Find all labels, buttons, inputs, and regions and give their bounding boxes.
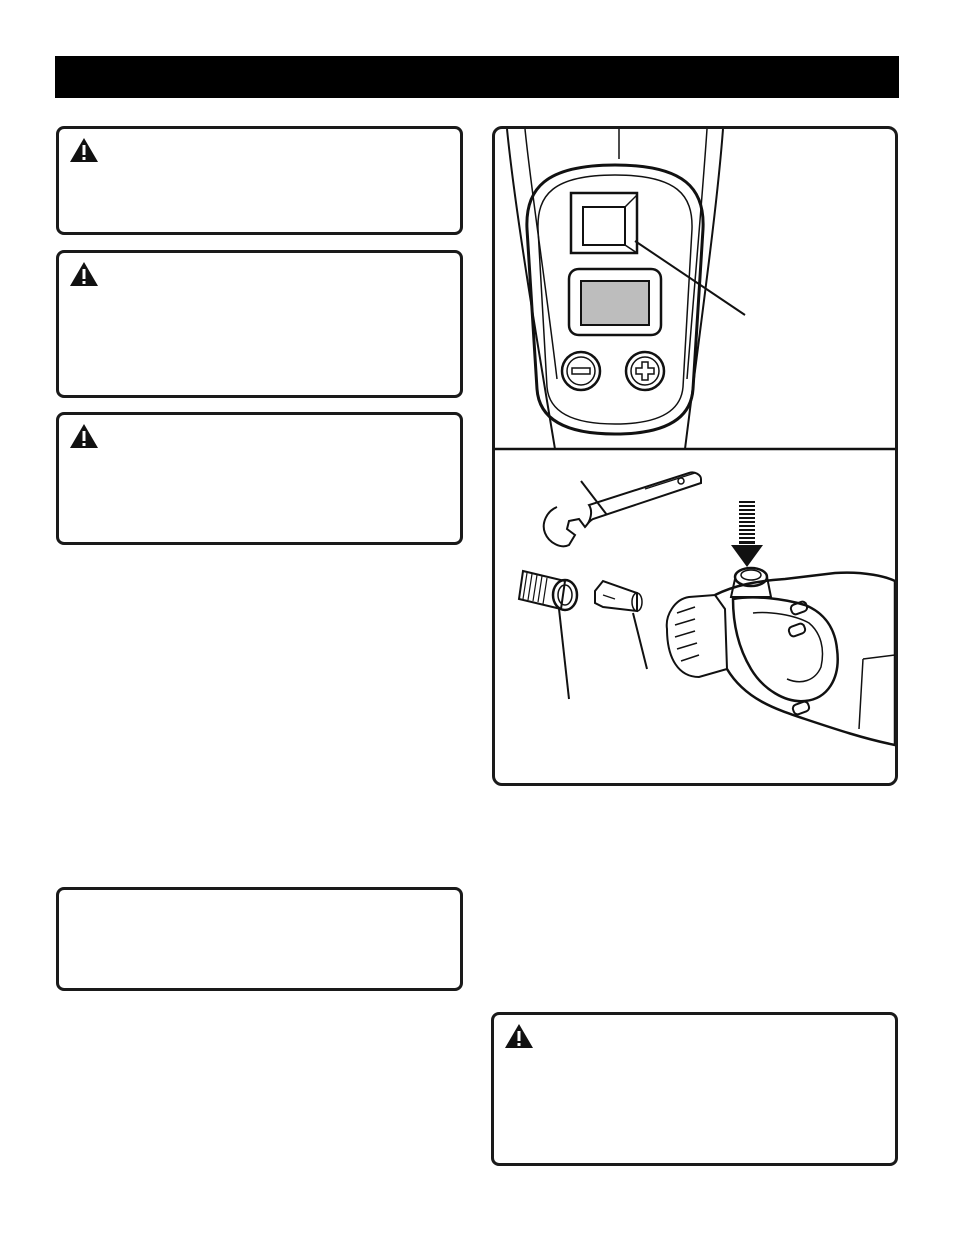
warning-box-3 — [56, 412, 463, 545]
warning-box-2 — [56, 250, 463, 398]
note-box — [56, 887, 463, 991]
press-arrow-icon — [731, 501, 763, 567]
warning-triangle-icon — [70, 262, 98, 286]
warning-triangle-icon — [70, 138, 98, 162]
tool-illustration-figure — [492, 126, 898, 786]
section-header-bar — [55, 56, 899, 98]
warning-box-4 — [491, 1012, 898, 1166]
rotary-tool-icon — [665, 593, 729, 679]
warning-box-1 — [56, 126, 463, 235]
speed-control-panel — [506, 129, 746, 450]
collet-icon — [594, 579, 638, 613]
warning-triangle-icon — [70, 424, 98, 448]
collet-assembly-panel — [517, 471, 895, 747]
warning-triangle-icon — [505, 1024, 533, 1048]
wrench-icon — [542, 471, 702, 548]
tool-illustration — [495, 129, 895, 747]
